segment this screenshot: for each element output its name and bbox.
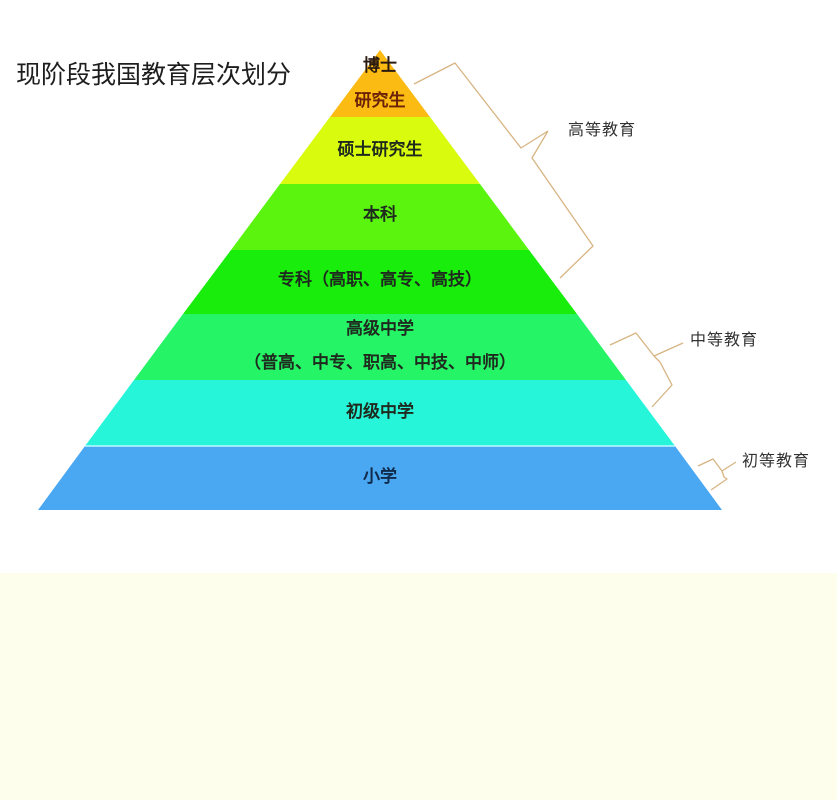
category-label-primary: 初等教育	[742, 451, 811, 470]
bracket-secondary-education	[609, 332, 684, 408]
diagram-title: 现阶段我国教育层次划分	[16, 60, 292, 89]
level-label-doctorate: 博士	[363, 56, 397, 76]
level-label-doctorate-grad: 研究生	[354, 91, 406, 111]
band-bachelor	[231, 184, 529, 250]
band-primary	[38, 446, 722, 510]
level-label-bachelor: 本科	[363, 205, 397, 225]
band-junior-college	[183, 250, 577, 314]
level-label-senior-high-types: （普高、中专、职高、中技、中师）	[244, 353, 516, 373]
category-label-secondary: 中等教育	[690, 330, 759, 349]
band-doctorate	[330, 50, 430, 117]
level-label-primary: 小学	[363, 467, 397, 487]
bracket-primary-education	[697, 458, 737, 491]
category-label-higher: 高等教育	[568, 120, 637, 139]
level-label-senior-high: 高级中学	[346, 319, 414, 339]
level-label-junior-college: 专科（高职、高专、高技）	[278, 270, 482, 290]
band-junior-high	[85, 380, 675, 446]
level-label-masters: 硕士研究生	[337, 140, 423, 160]
cream-background	[0, 573, 837, 800]
bracket-higher-education	[413, 62, 594, 279]
band-senior-high	[134, 314, 626, 380]
level-label-junior-high: 初级中学	[346, 402, 414, 422]
band-masters	[280, 117, 480, 184]
